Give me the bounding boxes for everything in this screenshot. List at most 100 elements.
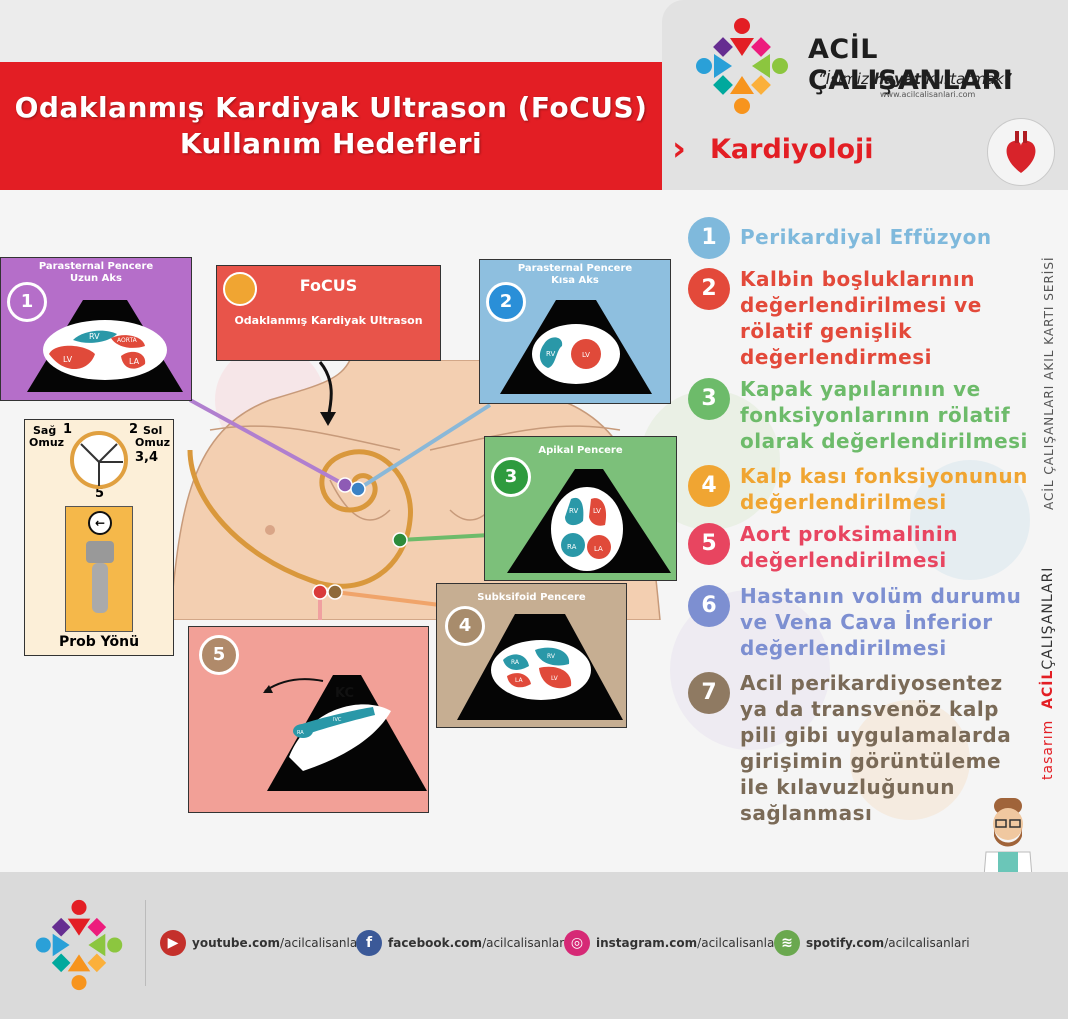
brand-url: www.acilcalisanlari.com <box>880 90 976 99</box>
probe-direction-box: Sağ Omuz 1 2 Sol Omuz 3,4 5 ← Prob Yönü <box>24 419 174 656</box>
panel-number-badge: 5 <box>199 635 239 675</box>
goal-text-line: Kalbin boşluklarının <box>740 267 975 291</box>
label-lv: LV <box>582 351 590 359</box>
social-youtube-link[interactable]: ▶ youtube.com/acilcalisanlari <box>160 930 366 956</box>
facebook-icon: f <box>356 930 382 956</box>
goal-number: 7 <box>688 672 730 714</box>
panel-number-badge: 2 <box>486 282 526 322</box>
label-ra: RA <box>567 543 577 551</box>
goal-text-line: Hastanın volüm durumu <box>740 584 1022 608</box>
probe-dial-icon <box>70 431 128 489</box>
brand-slogan: “İşimiz hayat kurtarmak” <box>818 70 1012 88</box>
panel-subxiphoid: Subksifoid Pencere 4 RA RV LA LV <box>436 583 627 728</box>
probe-icon <box>223 272 257 306</box>
page-title: Odaklanmış Kardiyak Ultrason (FoCUS) Kul… <box>0 90 662 162</box>
goal-text-line: Kapak yapılarının ve <box>740 377 981 401</box>
category-label: Kardiyoloji <box>710 134 874 165</box>
focus-box: FoCUS Odaklanmış Kardiyak Ultrason <box>216 265 441 361</box>
panel-number-badge: 4 <box>445 606 485 646</box>
youtube-icon: ▶ <box>160 930 186 956</box>
goal-text-line: ya da transvenöz kalp <box>740 697 999 721</box>
goal-text-line: değerlendirilmesi <box>740 548 947 572</box>
label-aorta: AORTA <box>117 337 138 344</box>
goal-number: 1 <box>688 217 730 259</box>
goal-text-line: pili gibi uygulamalarda <box>740 723 1012 747</box>
label-kc: KC <box>335 686 354 701</box>
goal-text-line: değerlendirmesi <box>740 345 932 369</box>
social-instagram-link[interactable]: ◎ instagram.com/acilcalisanlari <box>564 930 783 956</box>
echo-sector-image: KC RA IVC <box>263 675 427 791</box>
panel-number-badge: 3 <box>491 457 531 497</box>
echo-sector-image: RV LV <box>500 300 652 394</box>
echo-sector-image: RV AORTA LV LA <box>27 300 183 392</box>
footer-divider <box>145 900 146 986</box>
focus-subtitle: Odaklanmış Kardiyak Ultrason <box>234 314 423 327</box>
goal-text-line: girişimin görüntüleme <box>740 749 1002 773</box>
label-rv: RV <box>546 350 555 358</box>
panel-number-badge: 1 <box>7 282 47 322</box>
label-rv: RV <box>547 653 556 660</box>
probe-image: ← <box>65 506 133 632</box>
social-facebook-link[interactable]: f facebook.com/acilcalisanlari <box>356 930 568 956</box>
goal-text-line: olarak değerlendirilmesi <box>740 429 1028 453</box>
panel-title: Apikal Pencere <box>538 445 623 456</box>
spotify-icon: ≋ <box>774 930 800 956</box>
label-lv: LV <box>593 507 601 515</box>
chevron-right-icon: › <box>672 129 687 169</box>
goal-number: 5 <box>688 523 730 565</box>
goal-text-line: Aort proksimalinin <box>740 522 958 546</box>
label-lv: LV <box>63 355 73 364</box>
goal-number: 2 <box>688 268 730 310</box>
series-label: ACİL ÇALIŞANLARI AKIL KARTI SERİSİ <box>1042 256 1056 510</box>
panel-ivc: 5 KC RA IVC <box>188 626 429 813</box>
goal-text-line: değerlendirilmesi <box>740 636 947 660</box>
label-la: LA <box>515 677 523 684</box>
designer-credit: tasarım ACİLÇALIŞANLARI <box>1040 566 1056 780</box>
label-la: LA <box>129 357 140 366</box>
goal-text-line: Perikardiyal Effüzyon <box>740 225 992 249</box>
goal-number: 4 <box>688 465 730 507</box>
label-la: LA <box>594 545 603 553</box>
goal-text-line: değerlendirilmesi <box>740 490 947 514</box>
social-spotify-link[interactable]: ≋ spotify.com/acilcalisanlari <box>774 930 970 956</box>
label-lv: LV <box>551 675 559 682</box>
label-ra: RA <box>297 730 304 736</box>
heart-icon <box>987 118 1055 186</box>
page-title-line2: Kullanım Hedefleri <box>179 127 483 160</box>
label-ra: RA <box>511 659 520 666</box>
goal-number: 3 <box>688 378 730 420</box>
footer-logo-icon <box>35 899 123 991</box>
echo-sector-image: RA RV LA LV <box>457 614 623 720</box>
goal-text-line: değerlendirilmesi ve <box>740 293 982 317</box>
label-rv: RV <box>569 507 578 515</box>
down-arrow-icon <box>318 361 336 426</box>
label-rv: RV <box>89 332 100 341</box>
panel-apical: Apikal Pencere 3 RV LV RA LA <box>484 436 677 581</box>
arrow-left-icon: ← <box>88 511 112 535</box>
label-ivc: IVC <box>333 717 342 723</box>
title-banner <box>0 62 662 190</box>
goal-number: 6 <box>688 585 730 627</box>
goal-text-line: ile kılavuzluğunun <box>740 775 956 799</box>
goal-text: Perikardiyal Effüzyon <box>740 224 992 250</box>
panel-title: Subksifoid Pencere <box>477 592 586 603</box>
brand-logo-icon <box>696 18 788 114</box>
echo-sector-image: RV LV RA LA <box>507 469 671 573</box>
brand-name: ACİL ÇALIŞANLARI <box>808 34 1014 96</box>
goal-text-line: Acil perikardiyosentez <box>740 671 1003 695</box>
goal-text-line: sağlanması <box>740 801 873 825</box>
focus-title: FoCUS <box>299 276 358 295</box>
probe-caption: Prob Yönü <box>58 634 140 650</box>
goal-text-line: Kalp kası fonksiyonunun <box>740 464 1028 488</box>
goal-text-line: ve Vena Cava İnferior <box>740 610 993 634</box>
